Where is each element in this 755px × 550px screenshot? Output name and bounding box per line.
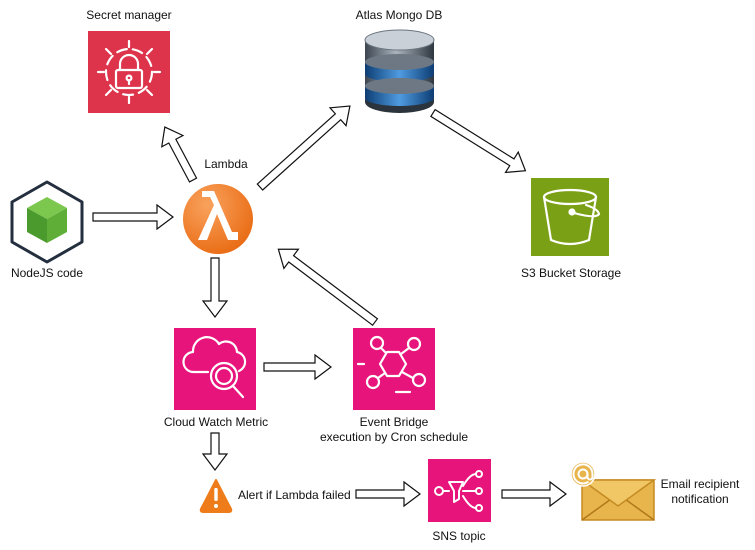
lambda-icon	[183, 184, 253, 254]
arrow-eventbridge-to-lambda	[277, 248, 379, 327]
email-icon	[570, 461, 657, 521]
email-label-line1: Email recipient	[661, 477, 740, 491]
arrow-sns-to-email	[501, 480, 567, 508]
bucket-icon	[542, 188, 601, 246]
lambda-node: Lambda	[183, 157, 253, 254]
arrow-alert-to-sns	[355, 480, 421, 508]
arrows	[92, 105, 567, 508]
nodejs-cube-icon	[10, 180, 84, 264]
cloudwatch-label: Cloud Watch Metric	[164, 415, 268, 429]
secret-manager-node: Secret manager	[86, 8, 172, 113]
eventbridge-tile	[353, 328, 435, 410]
cloudwatch-node: Cloud Watch Metric	[164, 328, 268, 429]
eventbridge-label-line1: Event Bridge	[360, 415, 429, 429]
arrow-cloudwatch-to-eventbridge	[263, 353, 332, 381]
arrow-nodejs-to-lambda	[92, 203, 174, 231]
eventbridge-label-line2: execution by Cron schedule	[320, 430, 468, 444]
arrow-lambda-to-cloudwatch	[201, 257, 229, 318]
database-icon	[364, 29, 435, 113]
s3-label: S3 Bucket Storage	[521, 266, 621, 280]
email-node: Email recipient notification	[570, 461, 740, 521]
arrow-lambda-to-mongodb	[256, 105, 351, 191]
arrow-lambda-to-secret-manager	[160, 126, 198, 183]
lambda-glyph	[198, 191, 238, 240]
s3-node: S3 Bucket Storage	[521, 178, 621, 280]
mongodb-node: Atlas Mongo DB	[356, 8, 443, 113]
warning-icon	[199, 479, 233, 513]
event-bridge-icon	[356, 335, 427, 394]
alert-node: Alert if Lambda failed	[199, 479, 351, 513]
eventbridge-node: Event Bridge execution by Cron schedule	[320, 328, 468, 444]
lambda-label: Lambda	[204, 157, 248, 171]
cloud-search-icon	[182, 336, 247, 399]
sns-fanout-icon	[434, 470, 483, 512]
sns-node: SNS topic	[428, 459, 491, 543]
secret-manager-label: Secret manager	[86, 8, 171, 22]
arrow-cloudwatch-to-alert	[201, 432, 229, 471]
sns-label: SNS topic	[432, 529, 485, 543]
mongodb-label: Atlas Mongo DB	[356, 8, 443, 22]
nodejs-node: NodeJS code	[10, 180, 84, 280]
arrow-mongodb-to-s3	[430, 108, 527, 174]
alert-label: Alert if Lambda failed	[238, 488, 351, 502]
nodejs-label: NodeJS code	[11, 266, 83, 280]
lock-icon	[96, 39, 162, 105]
email-label-line2: notification	[671, 492, 728, 506]
